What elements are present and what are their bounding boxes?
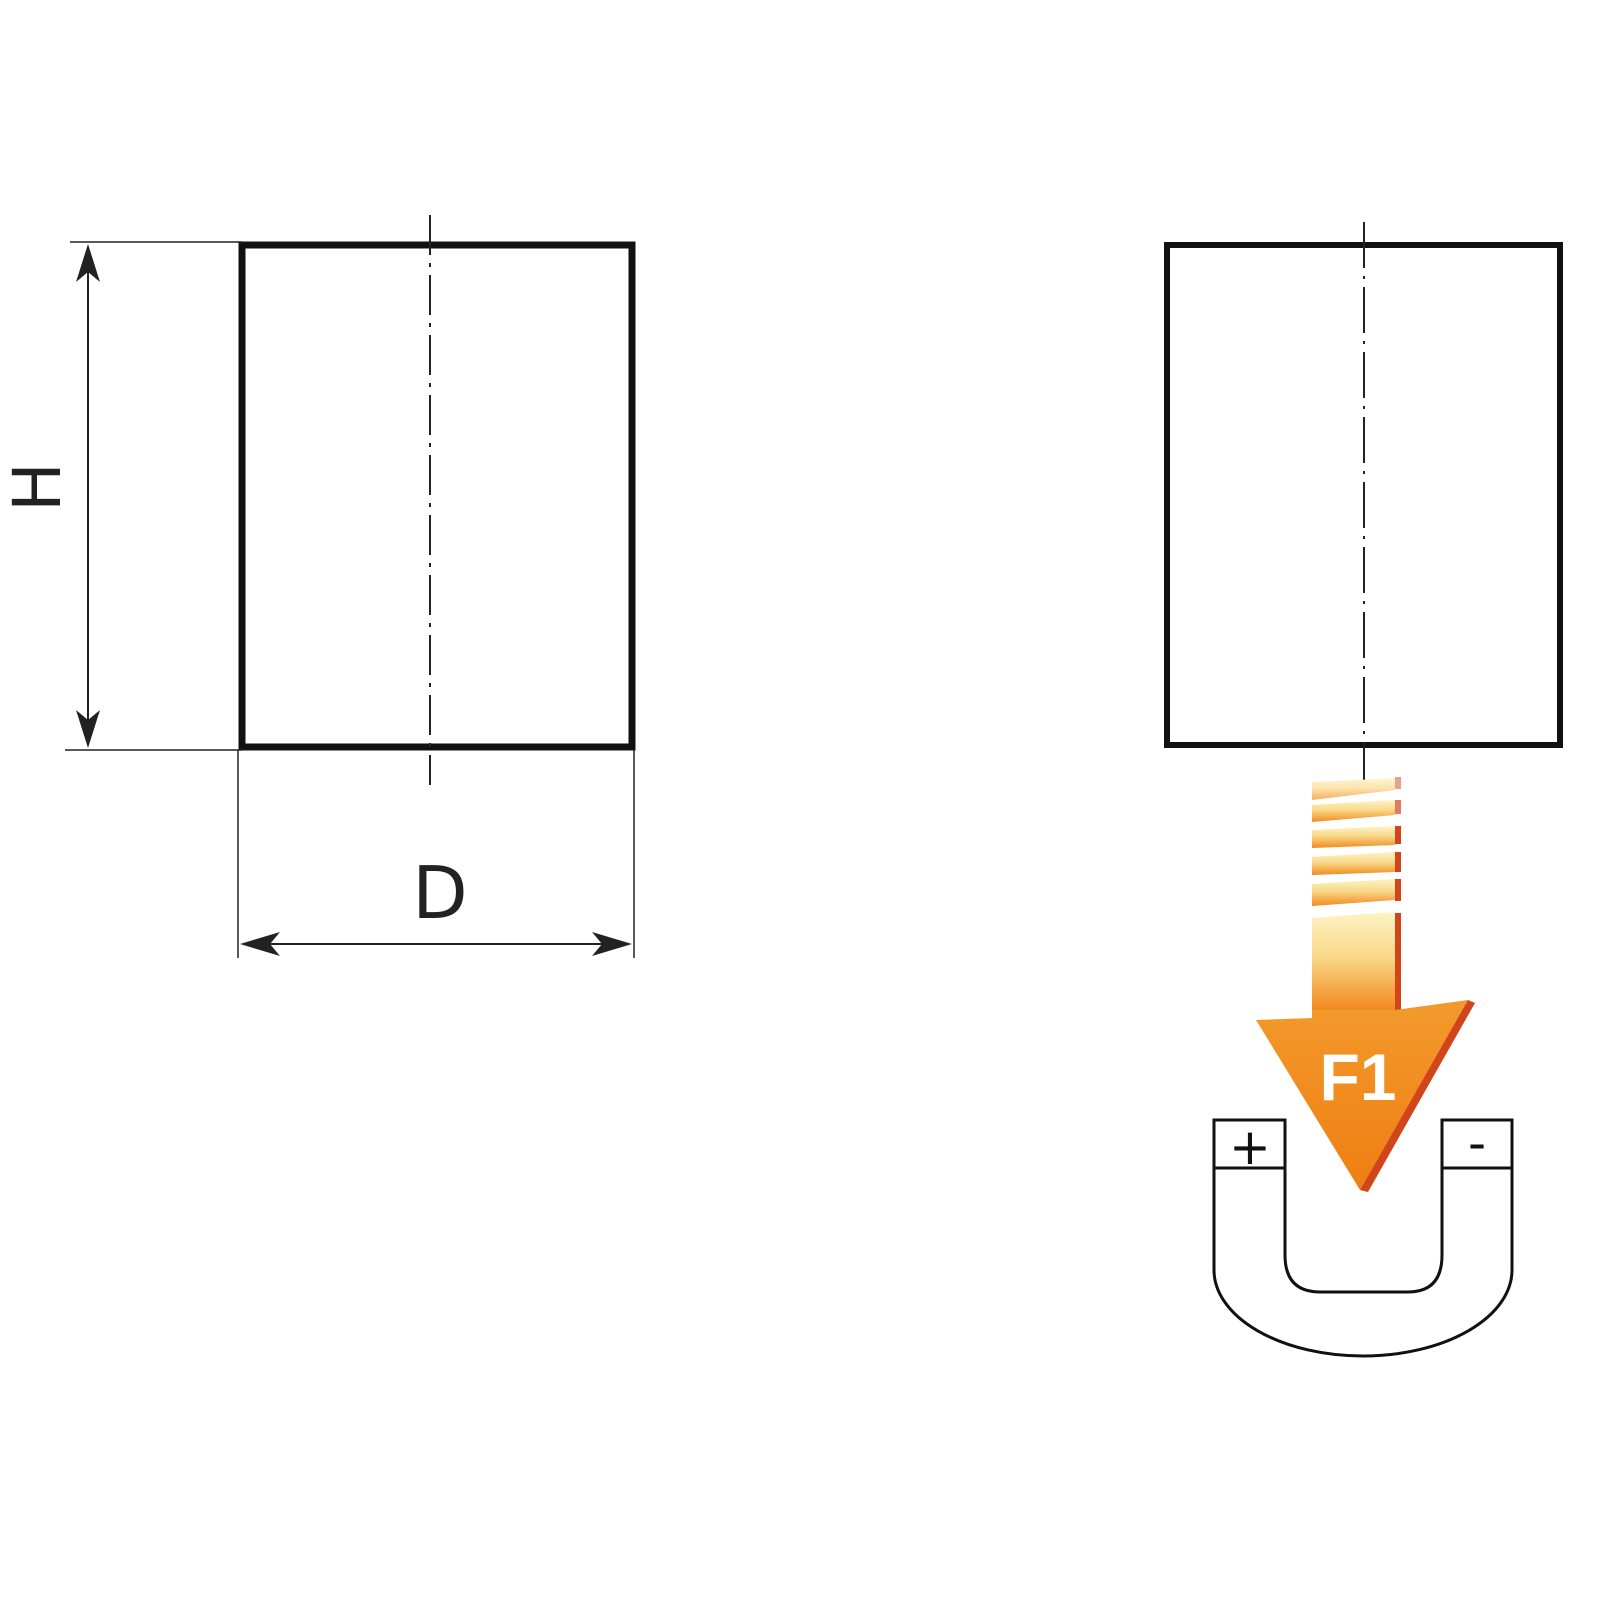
diameter-dimension: D (237, 750, 635, 958)
right-cylinder-view: F1 + - (1164, 222, 1563, 1358)
cylinder-outline (238, 241, 636, 751)
plus-label: + (1229, 1118, 1271, 1176)
minus-pole (1440, 1118, 1514, 1170)
diameter-label: D (412, 851, 467, 935)
plus-pole (1212, 1118, 1287, 1170)
horseshoe-magnet-icon (1212, 1118, 1514, 1358)
height-label: H (0, 462, 76, 512)
minus-label: - (1468, 1114, 1486, 1172)
height-dimension: H (0, 241, 242, 751)
force-arrow: F1 (1256, 777, 1475, 1192)
left-cylinder-view: H D (0, 215, 636, 958)
force-label: F1 (1319, 1040, 1396, 1114)
